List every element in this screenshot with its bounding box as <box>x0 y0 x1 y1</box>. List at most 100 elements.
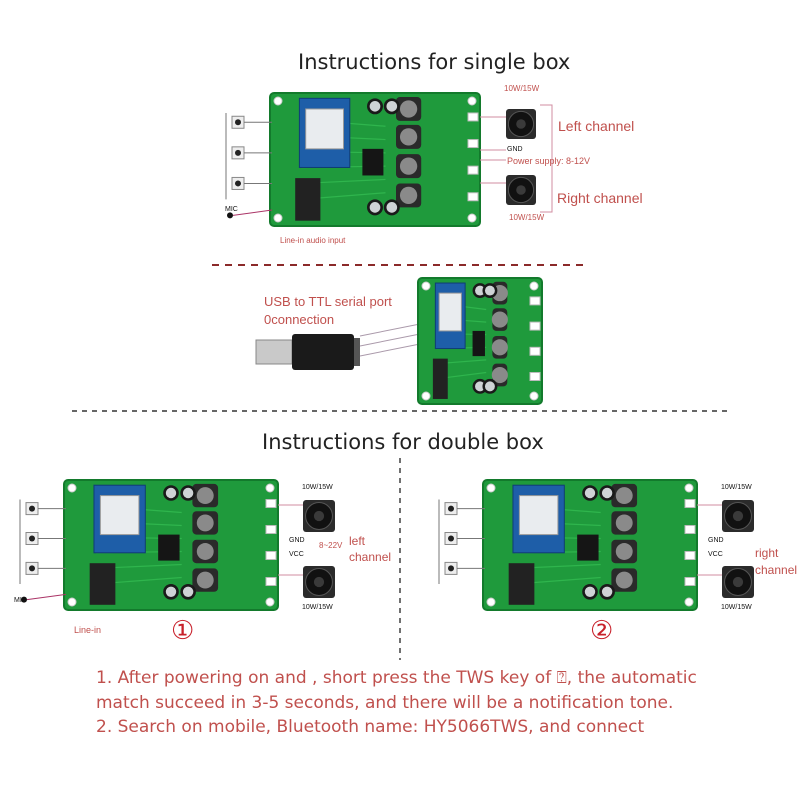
box2-number: ② <box>590 616 614 646</box>
single-right-speaker <box>506 175 536 205</box>
capacitor-top <box>165 586 177 597</box>
inductor-core <box>399 100 418 118</box>
box1-number: ① <box>171 616 195 646</box>
box2-channel-line2: channel <box>755 563 798 577</box>
capacitor-top <box>369 100 381 112</box>
mounting-hole <box>486 597 496 607</box>
mounting-hole <box>273 96 283 106</box>
mounting-hole <box>529 281 539 291</box>
inductor-core <box>196 571 214 589</box>
capacitor-top <box>584 586 596 597</box>
box1-vcc-label: VCC <box>289 551 304 558</box>
capacitor-top <box>601 487 613 499</box>
tact-button-cap <box>448 565 454 572</box>
terminal-pad <box>684 499 696 508</box>
single-box-title: Instructions for single box <box>298 50 571 74</box>
instruction-line-1: 1. After powering on and , short press t… <box>96 668 697 688</box>
tact-button-cap <box>235 119 241 126</box>
terminal-pad <box>529 346 541 356</box>
tact-button-cap <box>29 565 35 572</box>
single-box-board <box>225 92 481 227</box>
mounting-hole <box>684 483 694 493</box>
module-shield <box>438 292 462 332</box>
speaker-dustcap <box>313 576 325 588</box>
tact-button-cap <box>235 180 241 187</box>
line-in-label: Line-in audio input <box>280 236 346 245</box>
mounting-hole <box>67 483 77 493</box>
inductor-core <box>196 487 214 505</box>
terminal-pad <box>265 499 277 508</box>
capacitor-top <box>369 202 381 213</box>
tact-button-cap <box>448 505 454 512</box>
capacitor-top <box>182 487 194 499</box>
speaker-dustcap <box>732 510 744 522</box>
speaker-dustcap <box>732 576 744 588</box>
capacitor-top <box>484 285 495 296</box>
module-shield <box>305 108 345 150</box>
right-channel-label: Right channel <box>557 190 643 206</box>
module-shield <box>99 495 140 536</box>
terminal-pad <box>529 372 541 381</box>
mounting-hole <box>273 213 283 223</box>
mounting-hole <box>467 96 477 106</box>
inductor-core <box>615 543 633 560</box>
inductor-core <box>615 571 633 589</box>
box2-vcc-label: VCC <box>708 551 723 558</box>
mounting-hole <box>265 597 275 607</box>
inductor-core <box>491 339 508 356</box>
mounting-hole <box>67 597 77 607</box>
speaker-bracket <box>540 104 553 213</box>
tact-button-cap <box>29 505 35 512</box>
capacitor-top <box>475 285 485 296</box>
box1-voltage-label: 8~22V <box>319 541 343 550</box>
tact-button-cap <box>448 535 454 542</box>
mic-dot <box>21 596 27 603</box>
capacitor-top <box>386 202 398 213</box>
tact-button-cap <box>29 535 35 542</box>
mounting-hole <box>486 483 496 493</box>
mic-wire <box>232 209 273 216</box>
tact-button-cap <box>235 149 241 156</box>
left-channel-label: Left channel <box>558 118 635 134</box>
inductor-core <box>491 366 508 384</box>
capacitor-top <box>182 586 194 597</box>
mounting-hole <box>684 597 694 607</box>
capacitor-top <box>165 487 177 499</box>
power-supply-label: Power supply: 8-12V <box>507 156 591 166</box>
terminal-pad <box>684 551 696 560</box>
amplifier-chip <box>362 148 384 176</box>
audio-jack <box>89 563 116 605</box>
box2-bottom-speaker <box>722 566 754 598</box>
box2-watt-top: 10W/15W <box>721 484 752 491</box>
box2-channel-line1: right <box>755 546 779 560</box>
double-box1-board <box>19 479 279 611</box>
terminal-pad <box>265 525 277 534</box>
box1-top-speaker <box>303 500 335 532</box>
capacitor-top <box>601 586 613 597</box>
serial-port-label: USB to TTL serial port <box>264 294 392 309</box>
inductor-core <box>399 186 418 205</box>
inductor-core <box>615 487 633 505</box>
box1-gnd-label: GND <box>289 537 305 544</box>
audio-jack <box>295 178 321 221</box>
usb-ttl-pins <box>354 338 360 366</box>
box1-line-in-label: Line-in <box>74 625 102 635</box>
box1-channel-line1: left <box>349 534 366 548</box>
usb-ttl-body <box>292 334 354 370</box>
terminal-pad <box>467 112 479 122</box>
mounting-hole <box>265 483 275 493</box>
module-shield <box>518 495 559 536</box>
mounting-hole <box>421 281 431 291</box>
terminal-pad <box>684 577 696 586</box>
capacitor-top <box>475 381 485 392</box>
mounting-hole <box>467 213 477 223</box>
terminal-pad <box>684 525 696 534</box>
terminal-pad <box>265 551 277 560</box>
inductor-core <box>196 514 214 532</box>
terminal-pad <box>529 296 541 306</box>
double-box-title: Instructions for double box <box>262 430 544 454</box>
box1-mic-label: MIC <box>14 597 27 604</box>
usb-plug <box>255 339 293 365</box>
usb-ttl-adapter <box>255 334 360 370</box>
single-watt-top: 10W/15W <box>504 84 540 93</box>
